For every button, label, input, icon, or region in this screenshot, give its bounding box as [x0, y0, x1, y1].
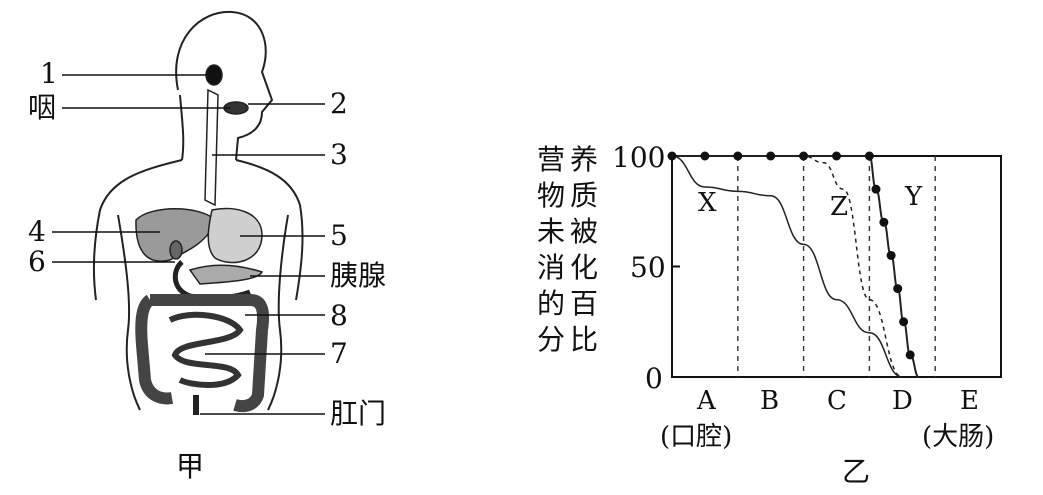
label-pharynx: 咽 [28, 91, 57, 124]
label-3: 3 [330, 138, 348, 171]
series-Y-point [667, 151, 677, 161]
series-Y-point [871, 184, 881, 194]
y-axis-char: 分 [537, 323, 566, 356]
series-Y-point [733, 151, 743, 161]
pancreas [188, 264, 264, 285]
y-axis-char: 未 [537, 215, 566, 248]
series-Y-point [899, 317, 909, 327]
y-ticks [672, 155, 680, 268]
y-axis-char: 物 [537, 179, 566, 212]
label-2: 2 [330, 87, 348, 120]
gallbladder [169, 240, 183, 260]
region-A-note: (口腔) [660, 422, 733, 452]
y-axis-char: 的 [537, 287, 566, 320]
series-Y-point [864, 151, 874, 161]
region-A: A [697, 386, 716, 416]
digestion-chart [667, 151, 1002, 378]
curve-label-Z: Z [830, 192, 849, 222]
label-5: 5 [330, 219, 348, 252]
series-Y-point [893, 284, 903, 294]
label-8: 8 [330, 299, 348, 332]
ascending-colon [135, 294, 173, 405]
series-Y-point [879, 217, 889, 227]
leader-lines [52, 74, 325, 415]
y-axis-char: 百 [570, 287, 599, 320]
series-Y-point [700, 151, 710, 161]
y-axis-char: 比 [570, 323, 599, 356]
y-axis-char: 消 [537, 251, 566, 284]
series-Y-point [832, 151, 841, 161]
ytick-50: 50 [630, 251, 666, 284]
y-axis-char: 化 [570, 251, 599, 284]
label-4: 4 [28, 215, 46, 248]
caption-jia: 甲 [176, 450, 205, 483]
organs [135, 64, 270, 415]
series-Y-point [766, 151, 776, 161]
y-axis-char: 被 [570, 215, 599, 248]
series-Y-point [886, 250, 896, 260]
body-outline [92, 10, 304, 411]
label-7: 7 [330, 337, 348, 370]
series-Z-line [671, 155, 903, 378]
region-B: B [760, 386, 780, 416]
caption-yi: 乙 [842, 455, 871, 488]
curves [667, 151, 920, 378]
y-axis-char: 营 [537, 143, 566, 176]
region-D: D [892, 386, 913, 416]
y-axis-label-col1: 营物未消的分 [537, 142, 567, 358]
region-E: E [960, 386, 979, 416]
ytick-100: 100 [612, 141, 666, 174]
small-intestine [168, 311, 244, 388]
label-pancreas: 胰腺 [330, 259, 387, 292]
region-C: C [827, 386, 847, 416]
esophagus [204, 88, 219, 207]
y-axis-char: 质 [570, 179, 599, 212]
series-Y-point [799, 151, 809, 161]
region-E-note: (大肠) [922, 422, 995, 452]
label-6: 6 [28, 245, 46, 278]
label-1: 1 [40, 57, 58, 90]
y-axis-label-col2: 养质被化百比 [570, 142, 600, 358]
liver [135, 208, 216, 262]
series-X-line [671, 155, 903, 378]
stomach [207, 207, 263, 264]
curve-label-Y: Y [905, 182, 923, 212]
ytick-0: 0 [645, 362, 663, 395]
large-intestine [150, 294, 270, 413]
y-axis-char: 养 [570, 143, 599, 176]
label-anus: 肛门 [330, 397, 387, 430]
series-Y-point [905, 350, 915, 360]
curve-label-X: X [698, 188, 717, 218]
region-dividers [737, 156, 936, 377]
